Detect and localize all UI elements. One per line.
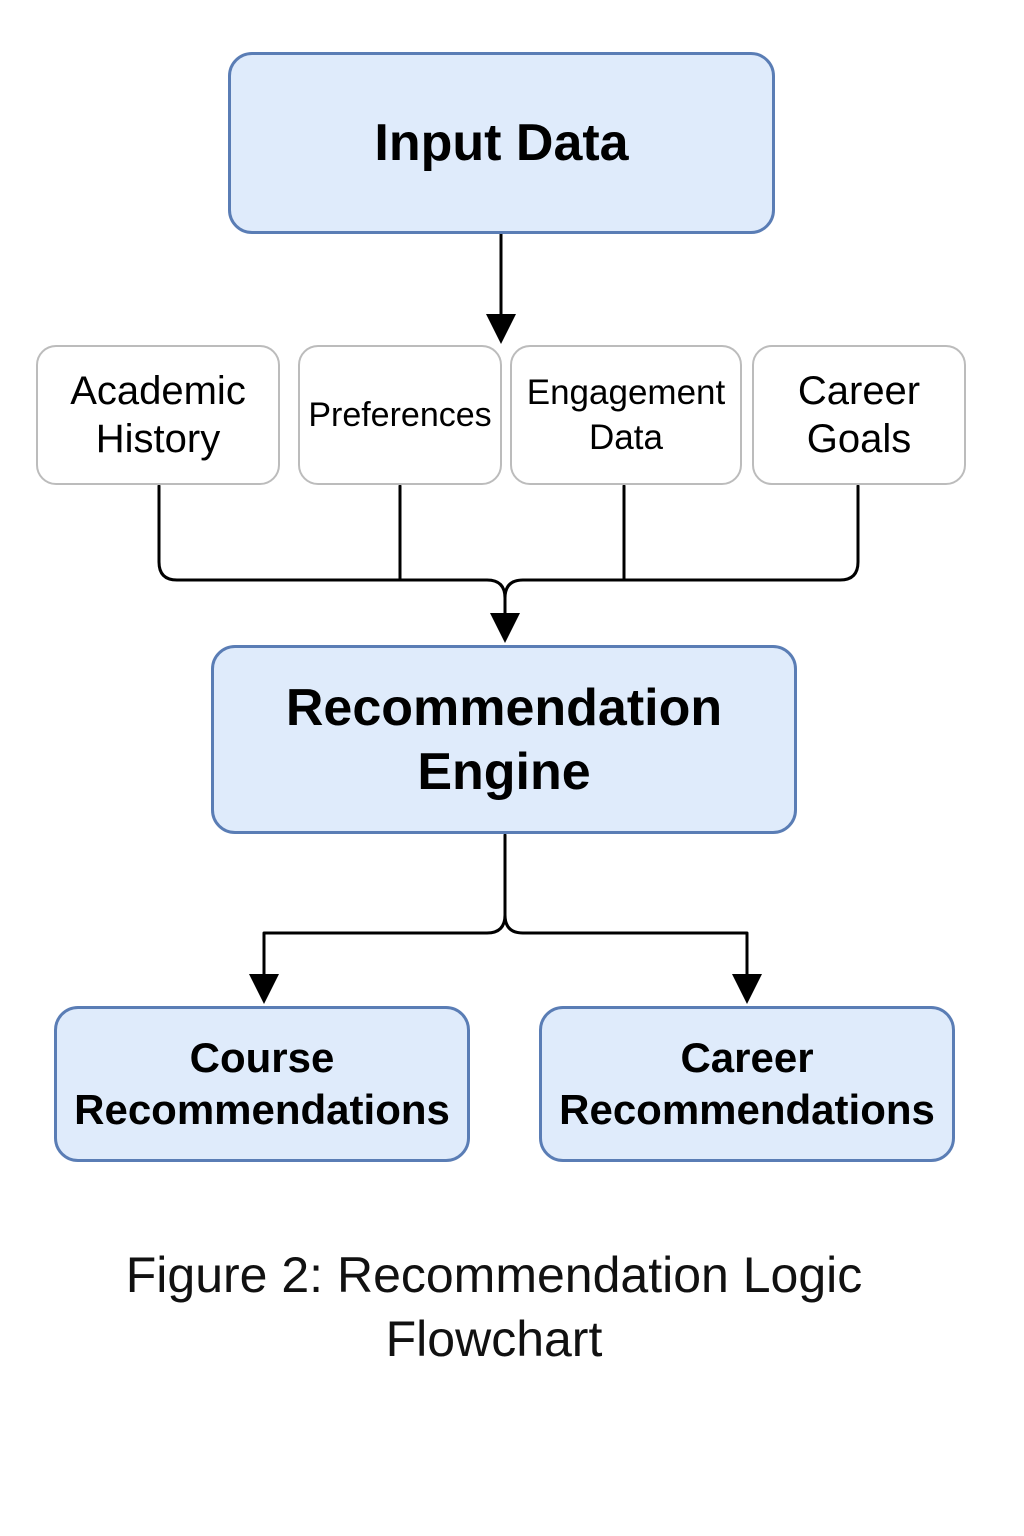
connector-career-goals — [503, 484, 860, 600]
career-goals-label-line1: Career — [797, 369, 921, 413]
course-recommendations-box: Course Recommendations — [54, 1006, 470, 1162]
preferences-box: Preferences — [298, 345, 502, 485]
input-data-box: Input Data — [228, 52, 775, 234]
career-recommendations-label-line2: Recommendations — [559, 1086, 935, 1133]
course-recommendations-label-line2: Recommendations — [74, 1086, 450, 1133]
academic-history-label-line1: Academic — [70, 369, 246, 413]
recommendation-engine-box: Recommendation Engine — [211, 645, 797, 834]
career-recommendations-box: Career Recommendations — [539, 1006, 955, 1162]
arrow-to-career-recommendations — [503, 913, 762, 1004]
career-recommendations-label-line1: Career — [680, 1034, 814, 1081]
career-goals-label-line2: Goals — [806, 417, 912, 461]
recommendation-engine-label-line2: Engine — [417, 742, 591, 801]
input-data-label: Input Data — [374, 114, 629, 172]
figure-caption-line1: Figure 2: Recommendation Logic — [125, 1247, 863, 1303]
academic-history-box: Academic History — [36, 345, 280, 485]
connector-academic-history — [157, 484, 507, 600]
recommendation-engine-label-line1: Recommendation — [285, 678, 723, 737]
course-recommendations-label-line1: Course — [189, 1034, 335, 1081]
figure-caption: Figure 2: Recommendation Logic Flowchart — [62, 1243, 926, 1371]
academic-history-label-line2: History — [95, 417, 221, 461]
figure-caption-line2: Flowchart — [385, 1311, 603, 1367]
career-goals-box: Career Goals — [752, 345, 966, 485]
engagement-data-label-line1: Engagement — [526, 373, 726, 412]
arrow-to-course-recommendations — [249, 913, 507, 1004]
engagement-data-label-line2: Data — [589, 418, 663, 457]
engagement-data-box: Engagement Data — [510, 345, 742, 485]
preferences-label: Preferences — [308, 395, 492, 434]
